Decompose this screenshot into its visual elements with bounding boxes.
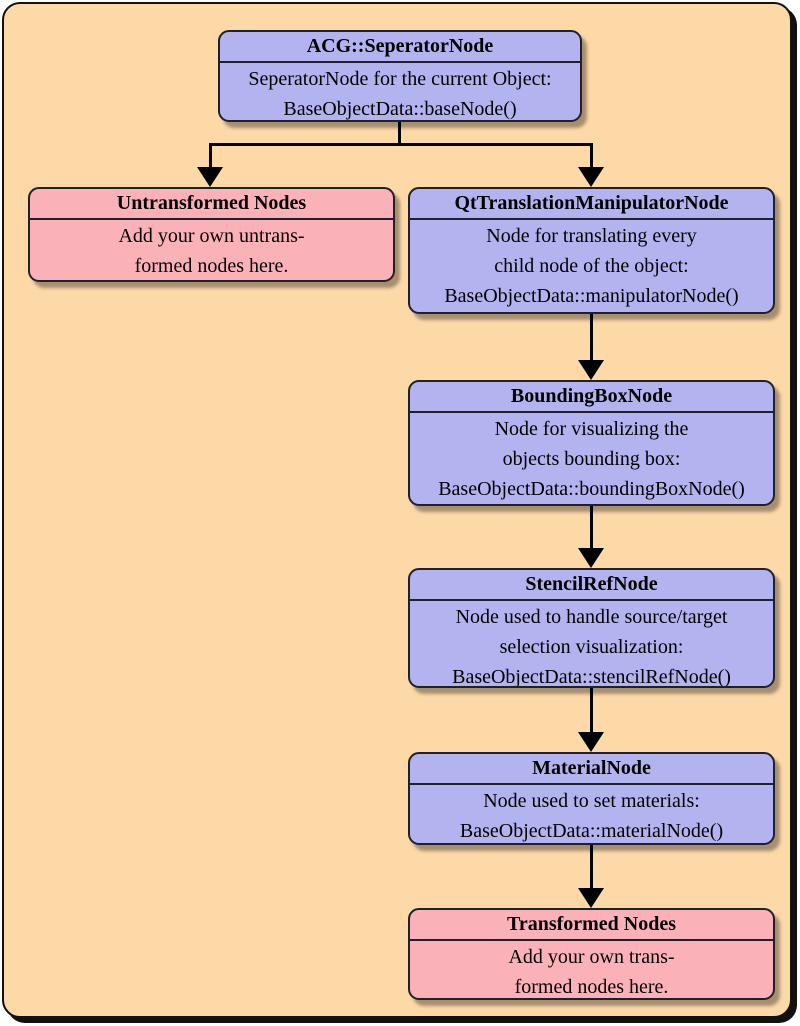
node-transformed-nodes: Transformed Nodes Add your own trans- fo… <box>408 908 775 1000</box>
edge-stencilref-material-line <box>590 688 593 734</box>
node-acg-seperatornode: ACG::SeperatorNode SeperatorNode for the… <box>218 30 582 122</box>
node-materialnode: MaterialNode Node used to set materials:… <box>408 752 775 845</box>
node-title: Transformed Nodes <box>410 910 773 941</box>
node-stencilrefnode: StencilRefNode Node used to handle sourc… <box>408 568 775 688</box>
edge-stencilref-material-arrowhead <box>578 732 604 752</box>
node-boundingboxnode: BoundingBoxNode Node for visualizing the… <box>408 380 775 506</box>
edge-material-transformed-arrowhead <box>578 888 604 908</box>
edge-boundingbox-stencilref-line <box>590 506 593 550</box>
node-body: Node used to set materials: BaseObjectDa… <box>459 790 724 842</box>
node-title: MaterialNode <box>410 754 773 785</box>
edge-to-manipulator-line <box>590 143 593 169</box>
node-qttranslationmanipulatornode: QtTranslationManipulatorNode Node for tr… <box>408 187 775 314</box>
edge-material-transformed-line <box>590 845 593 890</box>
edge-to-manipulator-arrowhead <box>578 167 604 187</box>
node-body: Node for visualizing the objects boundin… <box>438 418 745 500</box>
node-title: QtTranslationManipulatorNode <box>410 189 773 220</box>
node-body: Add your own trans- formed nodes here. <box>508 946 675 998</box>
edge-manipulator-boundingbox-arrowhead <box>578 360 604 380</box>
node-untransformed-nodes: Untransformed Nodes Add your own untrans… <box>28 187 395 282</box>
node-body: SeperatorNode for the current Object: Ba… <box>248 68 552 120</box>
edge-branch-bar <box>209 143 593 146</box>
node-title: StencilRefNode <box>410 570 773 601</box>
diagram-frame <box>2 2 792 1018</box>
edge-manipulator-boundingbox-line <box>590 314 593 362</box>
edge-to-untransformed-arrowhead <box>197 167 223 187</box>
node-body: Node used to handle source/target select… <box>452 606 731 688</box>
node-title: ACG::SeperatorNode <box>220 32 580 63</box>
node-body: Node for translating every child node of… <box>444 225 739 307</box>
node-title: BoundingBoxNode <box>410 382 773 413</box>
edge-to-untransformed-line <box>209 143 212 169</box>
edge-separator-stub <box>398 122 401 146</box>
node-body: Add your own untrans- formed nodes here. <box>118 225 305 277</box>
edge-boundingbox-stencilref-arrowhead <box>578 548 604 568</box>
node-title: Untransformed Nodes <box>30 189 393 220</box>
